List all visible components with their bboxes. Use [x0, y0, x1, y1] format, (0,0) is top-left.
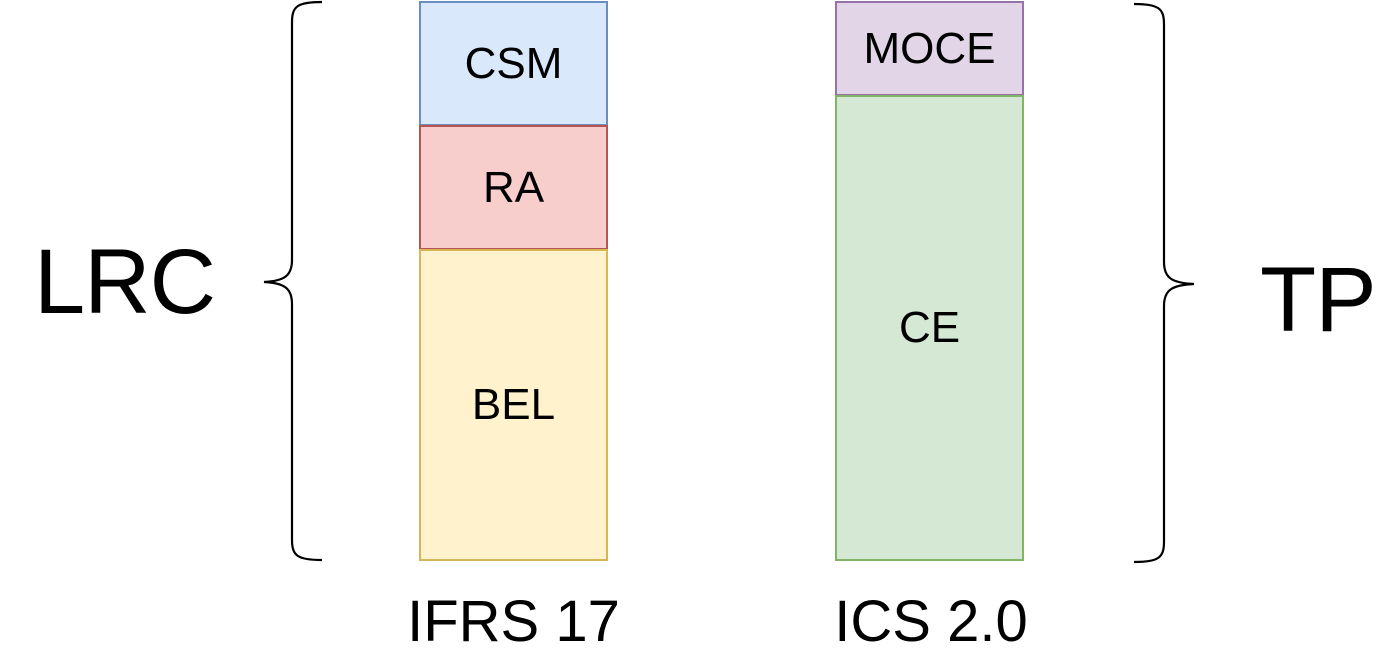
ics20-stack: MOCE CE [835, 1, 1024, 561]
right-curly-brace-icon [1133, 2, 1195, 564]
left-curly-brace-icon [263, 0, 323, 562]
ifrs17-caption: IFRS 17 [407, 589, 620, 654]
ifrs17-stack: CSM RA BEL [419, 1, 608, 561]
moce-block: MOCE [835, 1, 1024, 96]
ra-block: RA [419, 125, 608, 250]
ce-block: CE [835, 95, 1024, 561]
tp-label: TP [1260, 249, 1377, 351]
bel-block: BEL [419, 249, 608, 561]
ics20-caption: ICS 2.0 [834, 589, 1028, 654]
lrc-label: LRC [34, 231, 216, 333]
csm-block: CSM [419, 1, 608, 126]
